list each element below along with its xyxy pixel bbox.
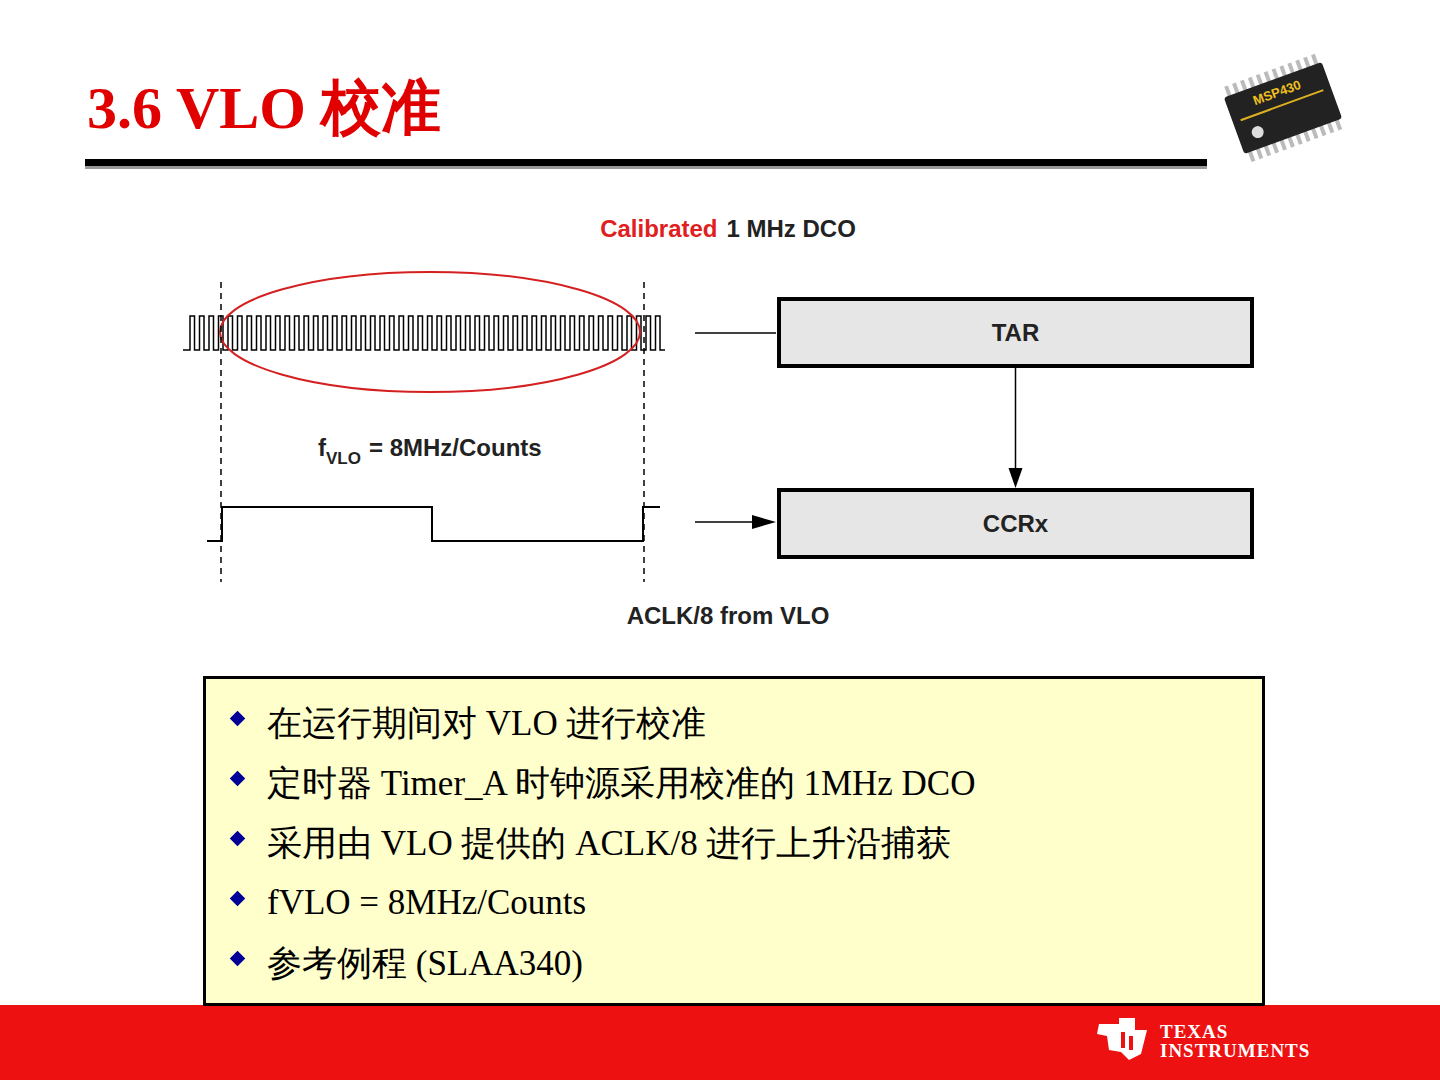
ti-logo (1097, 1018, 1147, 1060)
aclk-label: ACLK/8 from VLO (627, 602, 830, 629)
slide-title: 3.6 VLO 校准 (87, 68, 441, 149)
formula-subscript: VLO (326, 449, 361, 468)
capture-arrowhead (752, 515, 776, 529)
capture-input-wire (695, 521, 760, 523)
bullet-line: 定时器 Timer_A 时钟源采用校准的 1MHz DCO (226, 753, 1242, 813)
bullet-diamond (230, 890, 246, 906)
formula-symbol: f (318, 434, 326, 461)
register-name: TAR (992, 319, 1040, 347)
register-name: CCRx (983, 510, 1048, 538)
title-rule (85, 159, 1207, 166)
bullet-text: fVLO = 8MHz/Counts (267, 883, 586, 923)
note-panel: 在运行期间对 VLO 进行校准定时器 Timer_A 时钟源采用校准的 1MHz… (203, 676, 1265, 1006)
calibrated-label: Calibrated (600, 215, 717, 242)
dco-caption: Calibrated 1 MHz DCO (528, 215, 928, 243)
bullet-text: 参考例程 (SLAA340) (267, 940, 583, 987)
formula-expression: = 8MHz/Counts (369, 434, 542, 461)
dco-clock-wave (183, 316, 665, 350)
chip-icon (1220, 53, 1345, 164)
bullet-diamond (230, 770, 246, 786)
count-window-ellipse (220, 272, 640, 392)
title-rule-shadow (85, 166, 1207, 169)
ti-wordmark: TEXAS INSTRUMENTS (1160, 1022, 1350, 1060)
bullet-text: 在运行期间对 VLO 进行校准 (267, 700, 706, 747)
bullet-diamond (230, 710, 246, 726)
dco-label: 1 MHz DCO (727, 215, 856, 242)
aclk-caption: ACLK/8 from VLO (528, 602, 928, 630)
bullet-line: 在运行期间对 VLO 进行校准 (226, 693, 1242, 753)
bullet-diamond (230, 950, 246, 966)
connector-arrow (1009, 368, 1023, 488)
register-box: CCRx (777, 488, 1254, 559)
bullet-text: 采用由 VLO 提供的 ACLK/8 进行上升沿捕获 (267, 820, 951, 867)
formula: fVLO= 8MHz/Counts (318, 434, 542, 462)
register-box: TAR (777, 297, 1254, 368)
bullet-diamond (230, 830, 246, 846)
bullet-line: fVLO = 8MHz/Counts (226, 873, 1242, 933)
footer-band (0, 1005, 1440, 1080)
clock-input-wire (695, 332, 776, 334)
bullet-line: 采用由 VLO 提供的 ACLK/8 进行上升沿捕获 (226, 813, 1242, 873)
bullet-text: 定时器 Timer_A 时钟源采用校准的 1MHz DCO (267, 760, 975, 807)
bullet-line: 参考例程 (SLAA340) (226, 933, 1242, 993)
aclk-wave (207, 507, 660, 541)
